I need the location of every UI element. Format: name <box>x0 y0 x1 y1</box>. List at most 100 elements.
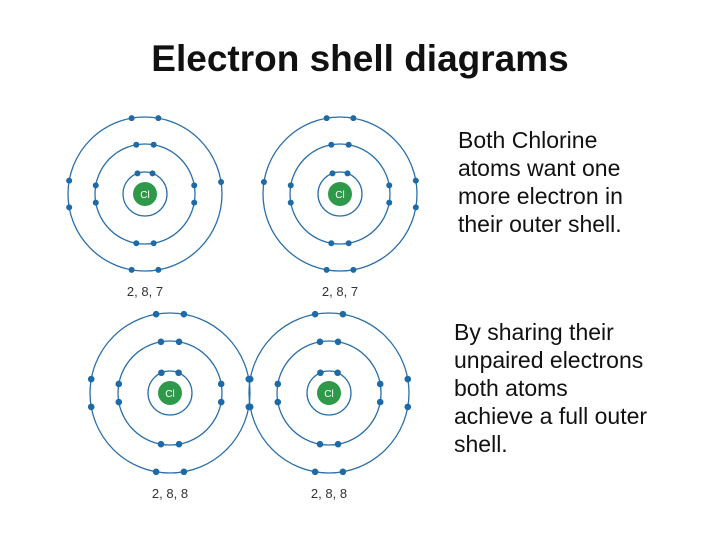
electron <box>152 468 160 476</box>
electron <box>218 178 225 185</box>
electron <box>133 141 140 148</box>
electron-shell <box>67 116 223 272</box>
electron <box>339 310 347 318</box>
electron <box>376 380 384 388</box>
electron <box>246 403 254 411</box>
electron <box>328 141 335 148</box>
electron <box>191 199 198 206</box>
nucleus <box>328 182 352 206</box>
electron <box>217 380 225 388</box>
electron <box>339 468 347 476</box>
electron-shell-diagram: Cl 2, 8, 7 Cl 2, 8, 7 Cl 2, 8, 8 Cl 2, 8, 8 <box>66 115 419 501</box>
electron-shell <box>248 312 410 474</box>
electron <box>155 115 162 122</box>
electron <box>386 182 393 189</box>
electron <box>150 240 157 247</box>
electron <box>404 403 412 411</box>
electron <box>175 440 183 448</box>
electron-shell <box>276 340 382 446</box>
electron <box>157 338 165 346</box>
chlorine-atom-separate-1: Cl 2, 8, 7 <box>260 115 419 299</box>
electron <box>217 398 225 406</box>
electron <box>328 240 335 247</box>
electron <box>323 115 330 122</box>
explanation-text-bottom: By sharing their unpaired electrons both… <box>454 319 648 457</box>
electron <box>412 204 419 211</box>
electron-configuration-label: 2, 8, 8 <box>152 486 188 501</box>
electron <box>175 338 183 346</box>
electron <box>274 398 282 406</box>
electron-configuration-label: 2, 8, 7 <box>127 284 163 299</box>
chlorine-atom-bonded-0: Cl 2, 8, 8 <box>87 310 253 501</box>
electron <box>134 170 141 177</box>
electron <box>66 177 73 184</box>
electron <box>287 182 294 189</box>
electron-shell <box>289 143 391 245</box>
electron <box>412 177 419 184</box>
electron-configuration-label: 2, 8, 7 <box>322 284 358 299</box>
electron <box>334 440 342 448</box>
electron-configuration-label: 2, 8, 8 <box>311 486 347 501</box>
electron <box>157 440 165 448</box>
nucleus <box>133 182 157 206</box>
electron <box>191 182 198 189</box>
electron <box>87 375 95 383</box>
electron <box>158 369 165 377</box>
electron <box>316 338 324 346</box>
nucleus-symbol: Cl <box>165 389 174 400</box>
electron <box>287 199 294 206</box>
nucleus-symbol: Cl <box>324 389 333 400</box>
electron <box>274 380 282 388</box>
electron-shell <box>89 312 251 474</box>
nucleus <box>317 381 341 405</box>
electron <box>311 468 319 476</box>
electron <box>317 369 324 377</box>
electron <box>133 240 140 247</box>
electron <box>180 468 188 476</box>
electron <box>246 375 254 383</box>
electron <box>316 440 324 448</box>
nucleus-symbol: Cl <box>140 190 149 201</box>
electron <box>329 170 336 177</box>
chlorine-atom-separate-0: Cl 2, 8, 7 <box>66 115 225 299</box>
electron <box>260 178 267 185</box>
electron-shell <box>122 171 168 217</box>
electron <box>344 170 351 177</box>
electron <box>323 266 330 273</box>
electron <box>311 310 319 318</box>
electron <box>150 141 157 148</box>
electron <box>404 375 412 383</box>
electron <box>128 115 135 122</box>
electron-shell <box>317 171 363 217</box>
electron <box>66 204 73 211</box>
electron <box>152 310 160 318</box>
electron <box>115 380 123 388</box>
electron <box>155 266 162 273</box>
electron <box>350 115 357 122</box>
electron <box>350 266 357 273</box>
electron-shell <box>94 143 196 245</box>
electron <box>92 182 99 189</box>
electron <box>345 240 352 247</box>
electron-shell <box>117 340 223 446</box>
electron-shell <box>262 116 418 272</box>
electron <box>334 338 342 346</box>
chlorine-atom-bonded-1: Cl 2, 8, 8 <box>246 310 412 501</box>
nucleus <box>158 381 182 405</box>
electron <box>87 403 95 411</box>
electron <box>115 398 123 406</box>
electron-shell <box>147 370 193 416</box>
electron <box>386 199 393 206</box>
electron <box>334 369 341 377</box>
electron <box>128 266 135 273</box>
electron <box>92 199 99 206</box>
electron <box>376 398 384 406</box>
electron <box>149 170 156 177</box>
nucleus-symbol: Cl <box>335 190 344 201</box>
electron <box>345 141 352 148</box>
explanation-text-top: Both Chlorine atoms want one more electr… <box>458 127 623 237</box>
electron <box>175 369 182 377</box>
electron-shell <box>306 370 352 416</box>
electron <box>180 310 188 318</box>
